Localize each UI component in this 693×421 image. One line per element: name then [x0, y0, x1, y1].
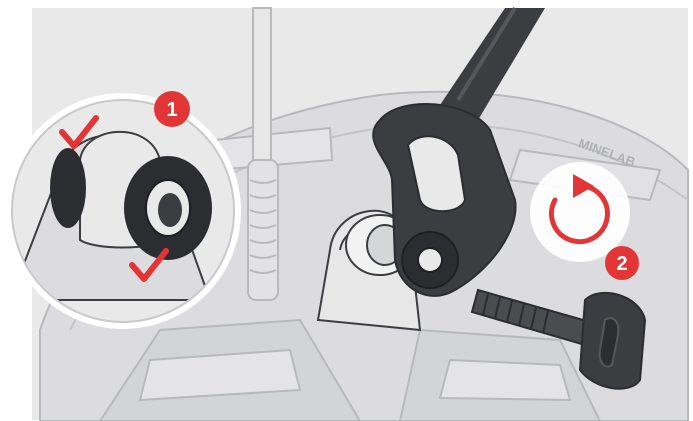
step-1-number: 1	[166, 99, 177, 121]
checkmark-icon	[129, 248, 169, 282]
rotate-callout	[530, 162, 630, 262]
left-washer	[50, 148, 86, 228]
coil-cable	[247, 7, 279, 301]
bolt	[470, 288, 647, 390]
step-2-number: 2	[616, 253, 627, 275]
step-1-badge: 1	[154, 91, 190, 127]
lower-shaft	[372, 6, 545, 297]
zoom-inset	[5, 93, 241, 329]
rotate-clockwise-icon	[548, 174, 610, 245]
checkmark-icon	[59, 115, 99, 149]
step-2-badge: 2	[605, 246, 639, 280]
